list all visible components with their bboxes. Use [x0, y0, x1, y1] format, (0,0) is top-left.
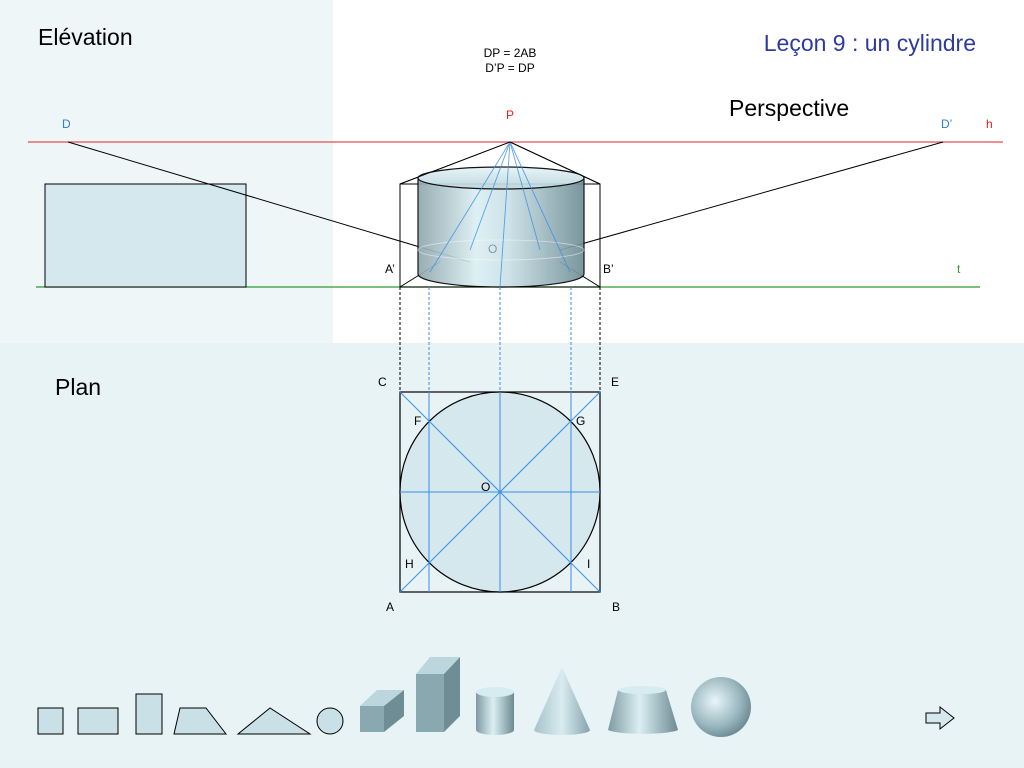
sphere-icon[interactable]	[691, 677, 751, 737]
construction-line-D-prime	[559, 141, 944, 251]
label-H: H	[405, 557, 414, 571]
prism-icon[interactable]	[416, 657, 460, 732]
label-B-prime: B’	[603, 262, 614, 276]
label-O-plan: O	[481, 480, 490, 494]
label-O-perspective: O	[488, 242, 497, 256]
elevation-title: Elévation	[38, 24, 133, 50]
plan-drawing	[399, 391, 601, 593]
cylinder-icon[interactable]	[476, 687, 514, 735]
construction-line-D	[67, 141, 471, 263]
label-E: E	[611, 375, 619, 389]
frustum-icon[interactable]	[608, 686, 678, 734]
square-icon[interactable]	[37, 707, 64, 735]
box-icon[interactable]	[360, 690, 404, 732]
formula-box: DP = 2AB D’P = DP	[460, 46, 560, 76]
label-P: P	[506, 108, 514, 122]
label-C: C	[378, 375, 387, 389]
perspective-rays	[429, 141, 571, 288]
plan-title: Plan	[55, 374, 102, 400]
label-B: B	[612, 600, 620, 614]
triangle-icon[interactable]	[236, 707, 312, 735]
label-h: h	[986, 117, 993, 131]
arrow-right-icon[interactable]	[925, 705, 955, 731]
perspective-title: Perspective	[729, 95, 850, 121]
label-F: F	[414, 414, 421, 428]
lesson-title: Leçon 9 : un cylindre	[763, 30, 976, 56]
formula-line-2: D’P = DP	[485, 61, 535, 75]
label-G: G	[576, 414, 585, 428]
shape-toolbar	[37, 657, 955, 737]
label-A: A	[386, 600, 394, 614]
tall-rectangle-icon[interactable]	[135, 693, 163, 735]
formula-line-1: DP = 2AB	[483, 46, 537, 60]
rectangle-icon[interactable]	[77, 707, 119, 735]
circle-icon[interactable]	[316, 707, 344, 735]
label-D: D	[62, 117, 71, 131]
label-I: I	[587, 557, 590, 571]
projection-lines-blue	[428, 287, 572, 392]
projection-lines-black	[399, 287, 601, 392]
trapezoid-icon[interactable]	[173, 707, 228, 735]
label-D-prime: D’	[941, 117, 952, 131]
cone-icon[interactable]	[534, 667, 590, 735]
elevation-rectangle	[44, 183, 247, 288]
label-A-prime: A’	[385, 262, 395, 276]
label-t: t	[957, 262, 961, 276]
perspective-cylinder	[417, 166, 585, 288]
